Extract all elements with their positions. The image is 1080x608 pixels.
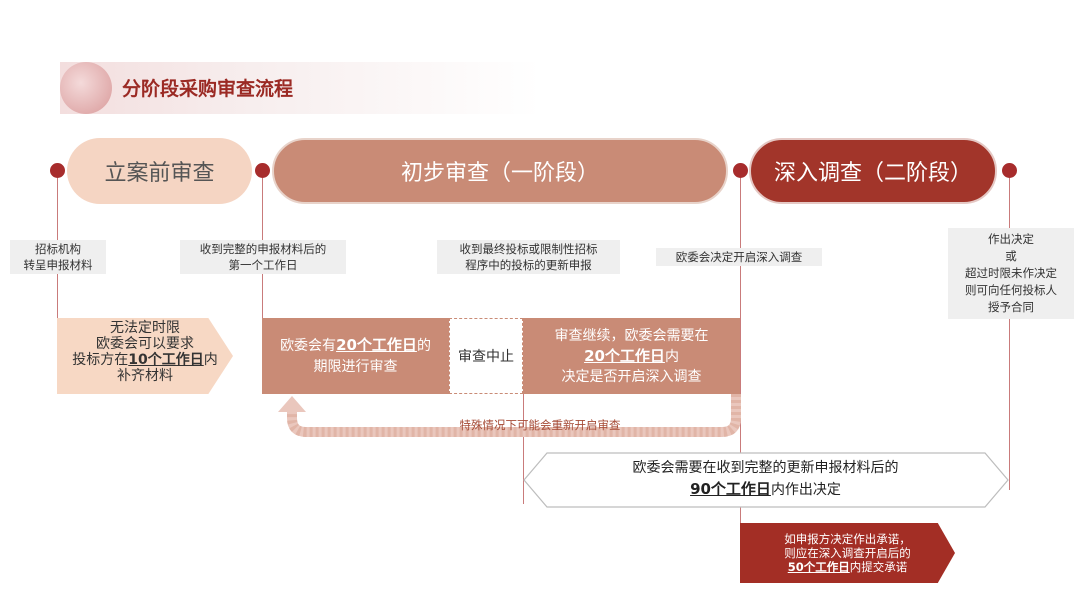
note-first-day: 收到完整的申报材料后的 第一个工作日 — [180, 240, 346, 274]
timeline-marker-line — [1009, 178, 1010, 490]
note-decision: 作出决定 或 超过时限未作决定 则可向任何投标人 授予合同 — [948, 228, 1074, 319]
box-line: 欧委会可以要求 — [96, 336, 194, 352]
box-line: 欧委会有20个工作日的 — [262, 335, 449, 357]
text-part: 内作出决定 — [770, 481, 841, 498]
phase-label: 初步审查（一阶段） — [400, 161, 599, 186]
box-line: 如申报方决定作出承诺， — [784, 532, 911, 546]
note-bidder-forward: 招标机构 转呈申报材料 — [10, 240, 106, 274]
timeline-marker-line — [740, 178, 741, 523]
note-line: 收到最终投标或限制性招标 — [459, 242, 598, 256]
phase-label: 立案前审查 — [104, 161, 215, 186]
timeline-dot — [733, 163, 748, 178]
text-part: 内 — [203, 352, 218, 368]
box-line: 90个工作日内作出决定 — [523, 479, 1008, 501]
phase-pre-filing: 立案前审查 — [67, 138, 252, 204]
box-decision-90-days: 欧委会需要在收到完整的更新申报材料后的 90个工作日内作出决定 — [523, 452, 1008, 506]
box-line: 审查中止 — [458, 349, 514, 365]
box-line: 审查继续，欧委会需要在 — [554, 327, 709, 344]
text-part: 的 — [416, 337, 431, 354]
note-line: 欧委会决定开启深入调查 — [675, 250, 803, 264]
box-line: 无法定时限 — [110, 320, 180, 336]
highlight-days: 10个工作日 — [128, 352, 204, 368]
timeline-dot — [50, 163, 65, 178]
box-line: 50个工作日内提交承诺 — [740, 560, 955, 574]
box-line: 补齐材料 — [117, 368, 173, 384]
text-part: 内提交承诺 — [849, 560, 908, 574]
highlight-days: 20个工作日 — [584, 346, 665, 365]
note-line: 第一个工作日 — [228, 258, 298, 272]
timeline-dot — [1002, 163, 1017, 178]
text-part: 欧委会有 — [280, 337, 337, 354]
box-commitment-50-days: 如申报方决定作出承诺， 则应在深入调查开启后的 50个工作日内提交承诺 — [740, 523, 955, 583]
box-line: 则应在深入调查开启后的 — [784, 546, 911, 560]
page-title: 分阶段采购审查流程 — [122, 78, 294, 100]
highlight-days: 90个工作日 — [690, 479, 771, 498]
box-line: 决定是否开启深入调查 — [561, 368, 702, 385]
title-ornament — [60, 62, 112, 114]
note-line: 则可向任何投标人 — [965, 283, 1057, 297]
box-review-20-days: 欧委会有20个工作日的 期限进行审查 — [262, 318, 449, 394]
note-open-investigation: 欧委会决定开启深入调查 — [656, 248, 822, 266]
note-line: 或 — [1005, 249, 1017, 263]
box-no-time-limit: 无法定时限 欧委会可以要求 投标方在10个工作日内 补齐材料 — [57, 318, 233, 394]
phase-in-depth: 深入调查（二阶段） — [749, 138, 997, 204]
note-line: 招标机构 — [35, 242, 81, 256]
box-line: 投标方在10个工作日内 — [57, 352, 233, 368]
note-line: 超过时限未作决定 — [965, 266, 1057, 280]
box-review-suspended: 审查中止 — [449, 318, 523, 394]
timeline-marker-line — [523, 394, 524, 504]
note-final-bid: 收到最终投标或限制性招标 程序中的投标的更新申报 — [437, 240, 620, 274]
note-line: 程序中的投标的更新申报 — [465, 258, 592, 272]
note-line: 转呈申报材料 — [23, 258, 93, 272]
highlight-days: 50个工作日 — [787, 560, 850, 574]
restart-loop-arrow — [278, 394, 741, 437]
box-review-continues: 审查继续，欧委会需要在 20个工作日内 决定是否开启深入调查 — [523, 318, 740, 394]
box-line: 期限进行审查 — [313, 358, 398, 375]
box-line: 20个工作日内 — [523, 346, 740, 367]
title-banner — [60, 62, 540, 114]
highlight-days: 20个工作日 — [336, 335, 417, 354]
decision-90-shape — [523, 452, 1009, 508]
restart-label: 特殊情况下可能会重新开启审查 — [459, 418, 621, 432]
box-line: 欧委会需要在收到完整的更新申报材料后的 — [632, 459, 899, 476]
phase-label: 深入调查（二阶段） — [773, 161, 972, 186]
note-line: 授予合同 — [988, 300, 1034, 314]
timeline-dot — [255, 163, 270, 178]
text-part: 内 — [664, 348, 679, 365]
phase-preliminary: 初步审查（一阶段） — [272, 138, 728, 204]
note-line: 作出决定 — [988, 232, 1034, 246]
text-part: 投标方在 — [72, 352, 129, 368]
note-line: 收到完整的申报材料后的 — [199, 242, 327, 256]
